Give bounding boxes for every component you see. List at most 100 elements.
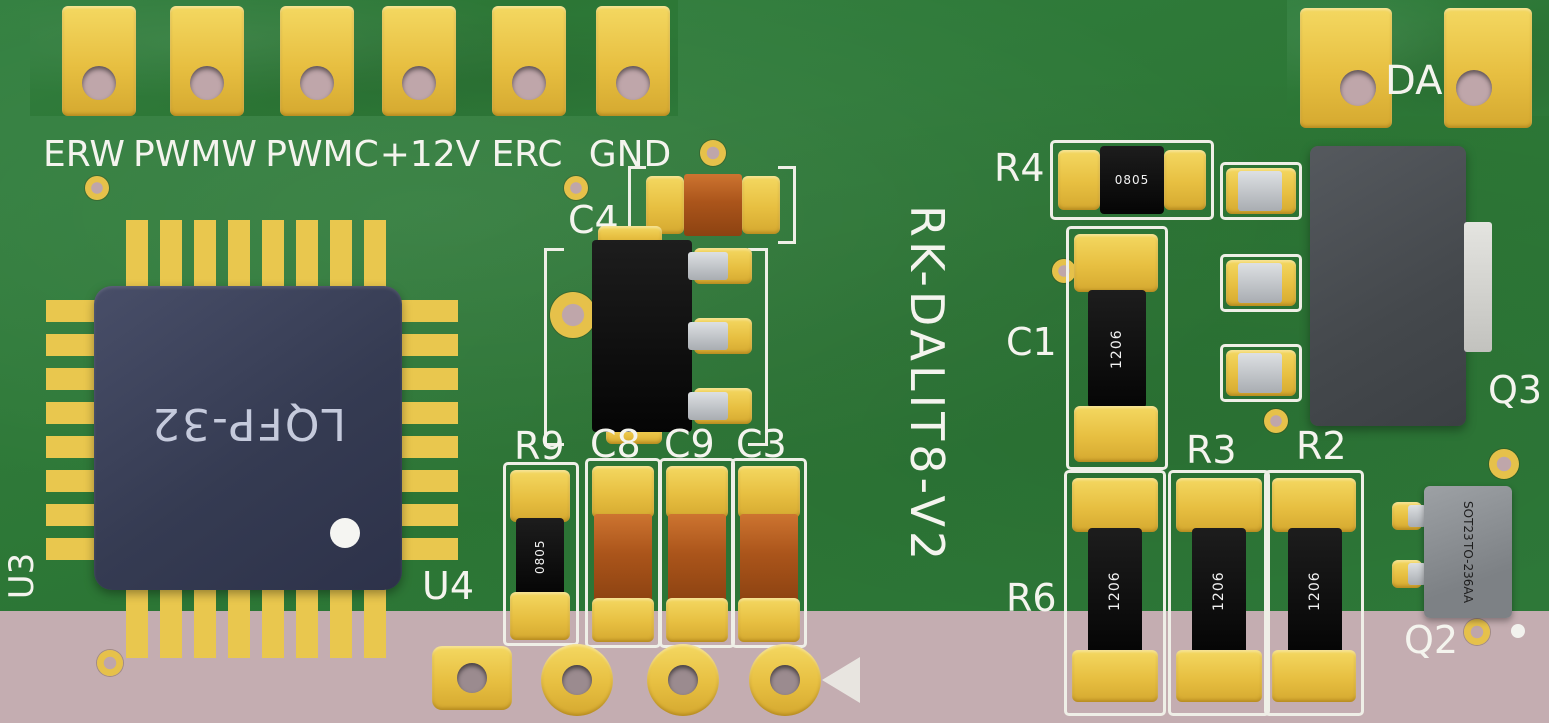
reg-silk-left (544, 248, 564, 446)
r2-ref-label: R2 (1296, 424, 1347, 468)
u3-pin1-dot (330, 518, 360, 548)
da-pad (1300, 8, 1392, 128)
u3-pins-top (126, 220, 394, 292)
board-title: RK-DALIT8-V2 (900, 205, 954, 565)
connector-pad (280, 6, 354, 116)
bottom-square-pad (432, 646, 512, 710)
pad-hole (457, 663, 487, 693)
c9-pad (666, 466, 728, 518)
connector-label-12v: +12V (379, 134, 481, 175)
via (1052, 259, 1076, 283)
r6-pad (1072, 478, 1158, 532)
c4-pad (742, 176, 780, 234)
via (97, 650, 123, 676)
r3-body: 1206 (1192, 528, 1246, 654)
r4-pad (1164, 150, 1206, 210)
q3-lead (1238, 171, 1282, 211)
c1-pad (1074, 406, 1158, 462)
r6-ref-label: R6 (1006, 576, 1057, 620)
pad-hole (668, 665, 698, 695)
r3-marking: 1206 (1211, 571, 1227, 611)
r9-marking: 0805 (533, 539, 547, 575)
q2-marking-line1: SOT23 (1461, 500, 1475, 541)
c3-pad (738, 598, 800, 642)
q3-lead-silk (1220, 344, 1302, 402)
c8-pad (592, 598, 654, 642)
c8-body (594, 514, 652, 602)
reg-lead (688, 392, 728, 420)
r2-silk (1264, 470, 1364, 716)
r4-body: 0805 (1100, 146, 1164, 214)
r3-pad (1176, 650, 1262, 702)
r9-pad (510, 470, 570, 522)
c4-body (684, 174, 742, 236)
r6-pad (1072, 650, 1158, 702)
c3-body (740, 514, 798, 602)
r3-silk (1168, 470, 1270, 716)
regulator-body (592, 240, 692, 432)
q2-marking-line2: TO-236AA (1461, 542, 1475, 604)
c4-pad (646, 176, 684, 234)
via (1489, 449, 1519, 479)
reg-lead (688, 322, 728, 350)
r6-silk (1064, 470, 1166, 716)
pad-hole (770, 665, 800, 695)
c8-pad (592, 466, 654, 518)
pad-hole (616, 66, 650, 100)
r9-body: 0805 (516, 518, 564, 596)
q3-body (1310, 146, 1466, 426)
connector-pad (62, 6, 136, 116)
r9-pad (510, 592, 570, 640)
r2-body: 1206 (1288, 528, 1342, 654)
reg-pad-via (550, 292, 596, 338)
c1-marking: 1206 (1109, 329, 1125, 369)
connector-pad (596, 6, 670, 116)
arrow-marker-icon (822, 657, 860, 703)
reg-silk-right (748, 248, 768, 446)
c1-pad (1074, 234, 1158, 292)
pad-hole (402, 66, 436, 100)
q2-body: SOT23 TO-236AA (1424, 486, 1512, 618)
pad-hole (562, 665, 592, 695)
c9-pad (666, 598, 728, 642)
connector-pad (170, 6, 244, 116)
bottom-round-pad (749, 644, 821, 716)
connector-pad (382, 6, 456, 116)
u3-pins-right (400, 300, 458, 568)
q3-tab-lead (1464, 222, 1492, 352)
c1-body: 1206 (1088, 290, 1146, 408)
reg-lead (688, 252, 728, 280)
q3-ref-label: Q3 (1488, 368, 1543, 412)
c1-silk (1066, 226, 1168, 470)
q3-lead (1238, 263, 1282, 303)
connector-pad (492, 6, 566, 116)
bottom-round-pad (647, 644, 719, 716)
bottom-round-pad (541, 644, 613, 716)
pad-hole (512, 66, 546, 100)
via (564, 176, 588, 200)
da-label: DA (1385, 58, 1443, 104)
via (1264, 409, 1288, 433)
r6-marking: 1206 (1107, 571, 1123, 611)
connector-label-erw: ERW (43, 134, 125, 175)
r9-ref-label: R9 (514, 424, 565, 468)
c9-body (668, 514, 726, 602)
u3-pins-left (46, 300, 98, 568)
r2-pad (1272, 478, 1356, 532)
c3-pad (738, 466, 800, 518)
u4-ref-label: U4 (422, 564, 474, 608)
u3-ref-label: U3 (2, 552, 42, 600)
q2-lead (1408, 505, 1426, 527)
q3-lead-silk (1220, 162, 1302, 220)
pad-hole (300, 66, 334, 100)
via (85, 176, 109, 200)
q2-lead (1408, 563, 1426, 585)
connector-label-pwmw: PWMW (133, 134, 257, 175)
connector-label-erc: ERC (491, 134, 563, 175)
r6-body: 1206 (1088, 528, 1142, 654)
connector-label-pwmc: PWMC (265, 134, 379, 175)
r2-marking: 1206 (1307, 571, 1323, 611)
pad-hole (190, 66, 224, 100)
via (700, 140, 726, 166)
r2-pad (1272, 650, 1356, 702)
